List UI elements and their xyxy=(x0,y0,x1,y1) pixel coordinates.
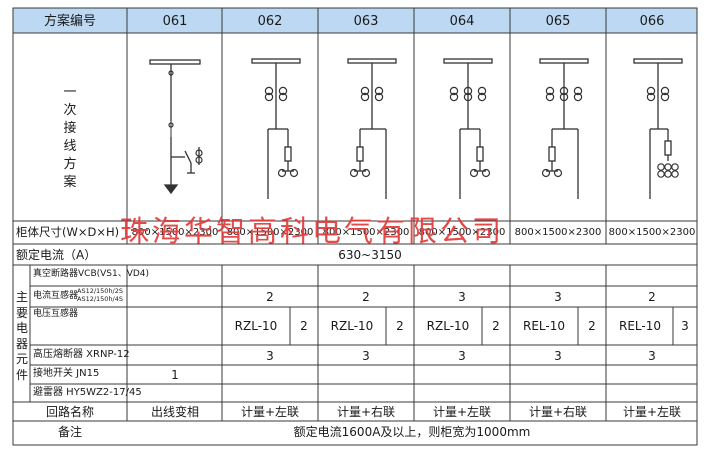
vt-qty-062: 2 xyxy=(300,319,308,333)
vt-qty-063: 2 xyxy=(396,319,404,333)
remarks-label: 备注 xyxy=(57,425,83,439)
scheme-065: 065 xyxy=(545,14,571,29)
ct-spec-1: AS12/150h/2S xyxy=(77,287,124,295)
ct-value-066: 2 xyxy=(648,290,656,304)
circuit-name-066: 计量+左联 xyxy=(622,405,682,419)
ct-value-063: 2 xyxy=(362,290,370,304)
circuit-name-061: 出线变相 xyxy=(150,405,200,419)
fuse-value-066: 3 xyxy=(648,349,656,363)
arrester-label: 避雷器 HY5WZ2-17/45 xyxy=(33,387,142,398)
earthing-value-061: 1 xyxy=(171,368,179,382)
vt-qty-064: 2 xyxy=(492,319,500,333)
cabinet-size-063: 800×1500×2300 xyxy=(322,227,410,238)
ct-value-065: 3 xyxy=(554,290,562,304)
scheme-066: 066 xyxy=(639,14,665,29)
circuit-name-062: 计量+左联 xyxy=(240,405,300,419)
vt-qty-065: 2 xyxy=(588,319,596,333)
cabinet-size-061: 800×1500×2300 xyxy=(131,227,219,238)
scheme-063: 063 xyxy=(353,14,379,29)
cabinet-size-label: 柜体尺寸(W×D×H) xyxy=(16,225,120,239)
ct-spec-2: AS12/150h/4S xyxy=(77,295,124,303)
ct-value-062: 2 xyxy=(266,290,274,304)
vt-model-062: RZL-10 xyxy=(234,319,278,333)
cabinet-size-065: 800×1500×2300 xyxy=(514,227,602,238)
vcb-label: 真空断路器VCB(VS1、VD4) xyxy=(33,269,150,279)
fuse-label: 高压熔断器 XRNP-12 xyxy=(33,349,130,360)
rated-current-value: 630~3150 xyxy=(338,248,402,262)
cabinet-size-064: 800×1500×2300 xyxy=(418,227,506,238)
scheme-064: 064 xyxy=(449,14,475,29)
grid-lines xyxy=(12,7,698,446)
vt-model-066: REL-10 xyxy=(619,319,661,333)
diagram-065 xyxy=(539,58,589,199)
cabinet-size-066: 800×1500×2300 xyxy=(608,227,696,238)
vt-model-063: RZL-10 xyxy=(330,319,374,333)
main-components-label: 主要电器元件 xyxy=(15,290,28,382)
fuse-value-065: 3 xyxy=(554,349,562,363)
fuse-value-063: 3 xyxy=(362,349,370,363)
circuit-name-064: 计量+左联 xyxy=(432,405,492,419)
primary-scheme-label: 一次接线方案 xyxy=(63,85,77,190)
rated-current-label: 额定电流（A） xyxy=(16,248,97,262)
remarks-value: 额定电流1600A及以上，则柜宽为1000mm xyxy=(293,425,531,439)
vt-model-064: RZL-10 xyxy=(426,319,470,333)
fuse-value-064: 3 xyxy=(458,349,466,363)
earthing-switch-label: 接地开关 JN15 xyxy=(33,368,100,379)
scheme-061: 061 xyxy=(162,14,188,29)
ct-value-064: 3 xyxy=(458,290,466,304)
circuit-name-063: 计量+右联 xyxy=(336,405,396,419)
vt-label: 电压互感器 xyxy=(33,309,79,319)
circuit-name-label: 回路名称 xyxy=(45,405,95,419)
cabinet-size-062: 800×1500×2300 xyxy=(226,227,314,238)
scheme-number-label: 方案编号 xyxy=(43,14,97,29)
fuse-value-062: 3 xyxy=(266,349,274,363)
diagram-066 xyxy=(633,58,683,199)
circuit-name-065: 计量+右联 xyxy=(528,405,588,419)
diagram-064 xyxy=(443,58,493,199)
diagram-061 xyxy=(149,59,203,195)
diagram-062 xyxy=(251,58,301,199)
diagram-063 xyxy=(347,58,397,199)
vt-model-065: REL-10 xyxy=(523,319,565,333)
vt-qty-066: 3 xyxy=(681,319,689,333)
ct-label: 电流互感器 xyxy=(33,291,79,301)
scheme-062: 062 xyxy=(257,14,283,29)
